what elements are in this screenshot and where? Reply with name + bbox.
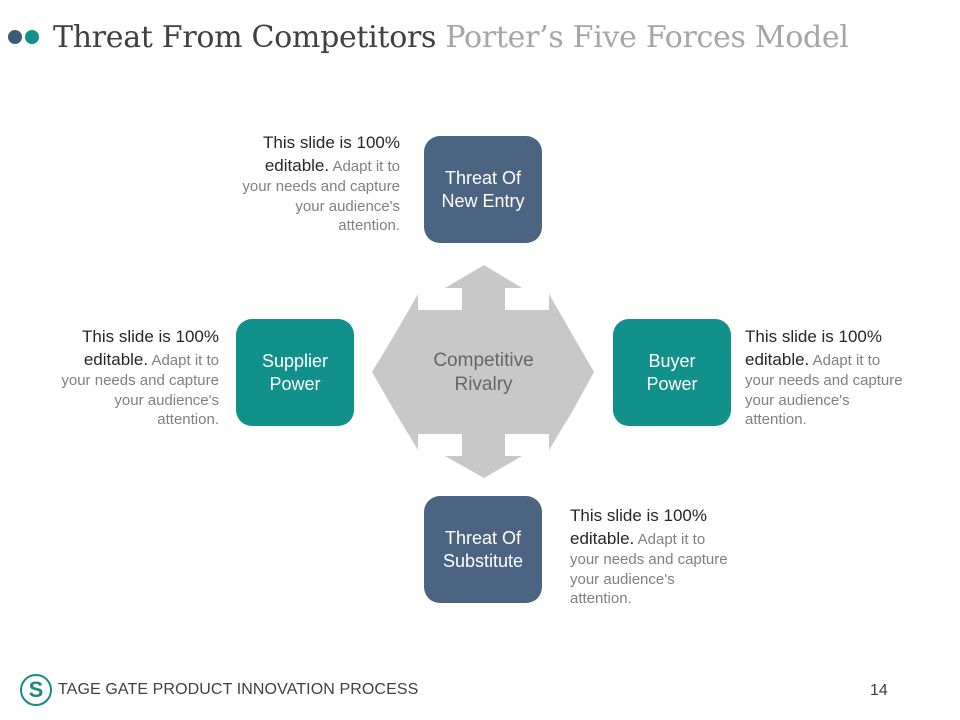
note-bottom-body: Adapt it to your needs and capture your … <box>570 531 728 607</box>
note-left: This slide is 100% editable. Adapt it to… <box>59 325 219 430</box>
note-right-lead: This slide is 100% editable. <box>745 327 883 369</box>
note-top-body: Adapt it to your needs and capture your … <box>242 158 400 234</box>
note-left-lead: This slide is 100% editable. <box>81 327 219 369</box>
note-bottom-lead: This slide is 100% editable. <box>570 506 708 548</box>
note-bottom: This slide is 100% editable. Adapt it to… <box>570 504 730 609</box>
supplier-power-box: Supplier Power <box>236 319 354 426</box>
threat-new-entry-box: Threat Of New Entry <box>424 136 542 243</box>
footer: S TAGE GATE PRODUCT INNOVATION PROCESS <box>20 674 418 706</box>
buyer-power-box: Buyer Power <box>613 319 731 426</box>
note-right-body: Adapt it to your needs and capture your … <box>745 352 903 428</box>
note-left-body: Adapt it to your needs and capture your … <box>61 352 219 428</box>
note-top-lead: This slide is 100% editable. <box>262 133 400 175</box>
page-title: Threat From Competitors Porter’s Five Fo… <box>53 20 849 55</box>
note-top: This slide is 100% editable. Adapt it to… <box>240 131 400 236</box>
title-bullet-icon <box>8 30 39 44</box>
title-sub: Porter’s Five Forces Model <box>445 19 849 55</box>
note-right: This slide is 100% editable. Adapt it to… <box>745 325 905 430</box>
title-main: Threat From Competitors <box>53 19 437 55</box>
stage-gate-logo-icon: S <box>20 674 52 706</box>
footer-text: TAGE GATE PRODUCT INNOVATION PROCESS <box>58 681 419 698</box>
threat-substitute-box: Threat Of Substitute <box>424 496 542 603</box>
four-way-arrow-shape <box>372 265 594 478</box>
title-row: Threat From Competitors Porter’s Five Fo… <box>8 14 849 60</box>
page-number: 14 <box>870 682 888 699</box>
competitive-rivalry-label: Competitive Rivalry <box>433 350 534 395</box>
